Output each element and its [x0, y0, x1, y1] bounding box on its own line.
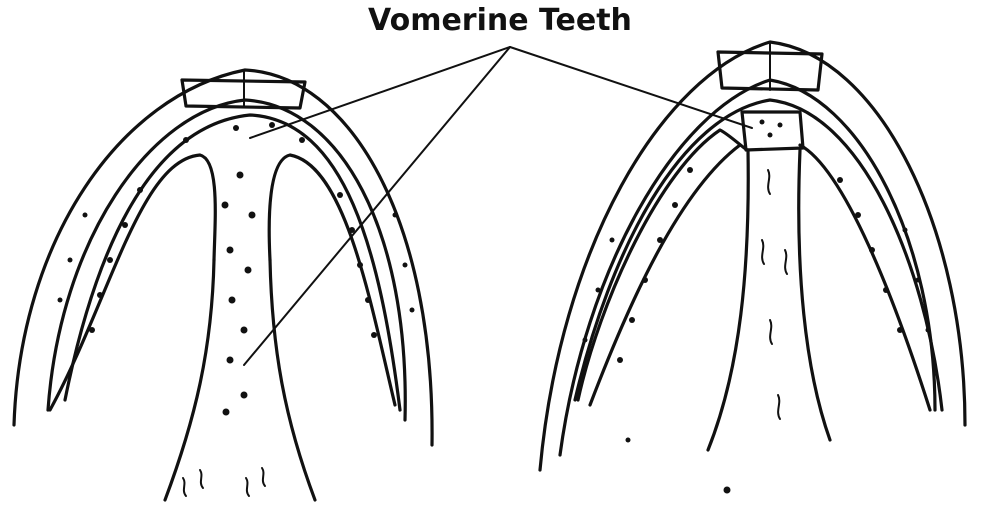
left-jaw-inner-edge [48, 100, 405, 420]
left-parasphenoid-right [270, 260, 315, 500]
right-squiggle [778, 395, 780, 419]
left-squiggle [262, 468, 265, 486]
leader-line-right-vomer [510, 47, 752, 128]
left-specimen [14, 70, 432, 500]
right-teeth-dots [583, 120, 931, 494]
right-palatine-inner-right [800, 145, 930, 410]
leader-line-left-parasphenoid [244, 47, 510, 365]
left-squiggle [246, 478, 249, 496]
right-squiggle [785, 250, 787, 274]
right-squiggle [768, 170, 770, 194]
right-squiggle [770, 320, 772, 344]
right-specimen [540, 42, 965, 494]
diagram-label: Vomerine Teeth [368, 3, 632, 38]
right-outer-jaw [540, 42, 965, 470]
right-parasphenoid-left [708, 150, 748, 450]
left-squiggle [200, 470, 203, 488]
right-vomer-plate [742, 112, 803, 150]
right-squiggle [762, 240, 764, 264]
left-parasphenoid-left [165, 260, 214, 500]
left-outer-jaw [14, 70, 432, 445]
right-parasphenoid-right [799, 150, 830, 440]
left-squiggle [183, 478, 186, 496]
